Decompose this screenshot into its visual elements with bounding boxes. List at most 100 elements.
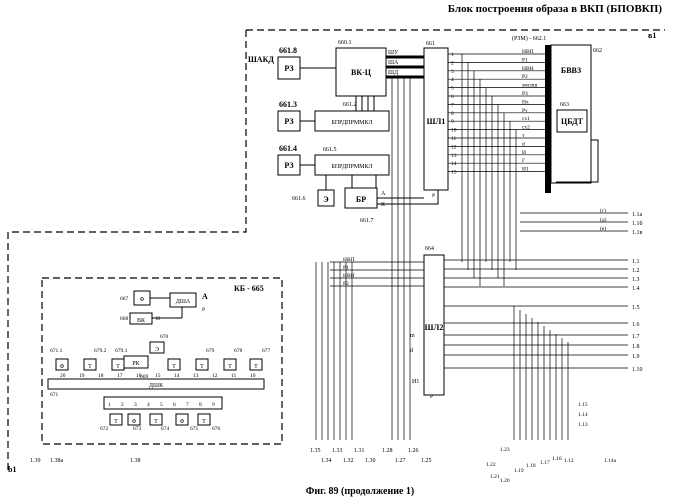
shl1-p-label: Р — [432, 193, 435, 199]
bpr-block-1-id: 661.2 — [343, 102, 357, 108]
bottom-right-12: 1.14а — [604, 458, 617, 464]
bottom-right-5: 1.18 — [526, 463, 536, 469]
shl2-id: 664 — [425, 246, 434, 252]
bottom-right-7: 1.16 — [552, 456, 562, 462]
kb-cell-label-3: Т — [172, 364, 176, 370]
kb-bit-bot-8: 8 — [199, 402, 202, 408]
bottom-right-0: 1.23 — [500, 447, 510, 453]
bvvz-id: 662 — [593, 48, 602, 54]
r3-box-2-label: РЗ — [284, 117, 293, 126]
shl1-pin-7: 7 — [451, 102, 454, 108]
dshk-label: ДШК — [149, 383, 164, 389]
bottom-right-3: 1.20 — [500, 478, 510, 484]
top-signal-group: НВПР1НВНР2эмсишР3НхРусх1сх2тdИГИ1 — [448, 49, 545, 286]
top-signal-14: И1 — [522, 167, 529, 173]
top-signal-13: Г — [522, 158, 525, 164]
vkc-id: 660.1 — [338, 40, 352, 46]
kb-bit-top-17: 17 — [117, 373, 123, 379]
bottom-left-0: 1.39 — [30, 458, 41, 464]
shl1-pin-12: 12 — [451, 144, 457, 150]
bpr-block-1-label: БПРДПРММКЛ — [331, 120, 372, 126]
top-signal-1: Р1 — [522, 57, 528, 63]
bottom-right-2: 1.21 — [490, 474, 500, 480]
kb-id-15: 669 — [140, 374, 149, 380]
kb-lower-group: ТФТФТ — [110, 414, 210, 425]
shl2-in-label-2: НВН — [343, 273, 355, 279]
rk-label: РК — [132, 361, 140, 367]
shl1-id: 661 — [426, 41, 435, 47]
shl2-m: m — [410, 333, 415, 339]
r3-box-1-id: 661.8 — [279, 46, 297, 55]
kb-bit-bot-2: 2 — [121, 402, 124, 408]
top-signal-4: эмсиш — [522, 83, 538, 89]
bottom-mid1-4: 1.31 — [354, 448, 365, 454]
bottom-right-4: 1.19 — [514, 468, 524, 474]
kb-bit-top-14: 14 — [174, 373, 180, 379]
shl2-i1: И1 — [412, 379, 419, 385]
bottom-left-2: 1.38 — [130, 458, 141, 464]
kb-cell-label-4: Т — [200, 364, 204, 370]
br-block-id: 661.7 — [360, 218, 374, 224]
kb-bit-bot-4: 4 — [147, 402, 150, 408]
bus-shu: ШУ — [388, 50, 399, 56]
shl1-pin-5: 5 — [451, 86, 454, 92]
bottom-left-1: 1.38а — [50, 458, 64, 464]
shl1-pin-15: 15 — [451, 170, 457, 176]
bottom-mid2-1: 1.27 — [395, 458, 406, 464]
bottom-right-8: 1.15 — [578, 402, 588, 408]
shakd-label: ШАКД — [248, 55, 274, 64]
corner-label-b: b1 — [8, 465, 16, 474]
dsha-label: ДША — [176, 299, 191, 305]
out-top-letter-2: (е) — [600, 225, 606, 232]
kb-bit-top-15: 15 — [155, 373, 161, 379]
top-signal-8: сх1 — [522, 116, 530, 122]
out-mid-label-2: 1.3 — [632, 277, 640, 283]
kb-id-9: 676 — [212, 426, 221, 432]
top-signal-0: НВП — [522, 49, 534, 55]
e-block-label: Э — [323, 195, 329, 204]
kb-e-label: Э — [155, 347, 159, 353]
kb-bit-top-11: 11 — [231, 373, 237, 379]
kb-bit-bot-7: 7 — [186, 402, 189, 408]
out-mid-label-8: 1.9 — [632, 354, 640, 360]
shl2-p: Р — [430, 394, 433, 400]
out-mid-label-9: 1.10 — [632, 367, 643, 373]
r3-box-2-id: 661.3 — [279, 100, 297, 109]
kb-id-14: 679.2 — [94, 348, 107, 354]
kb-bit-bot-3: 3 — [134, 402, 137, 408]
kb-bit-bot-1: 1 — [108, 402, 111, 408]
kb-lower-label-4: Т — [202, 419, 206, 425]
out-top-label-1: 1.1б — [632, 220, 643, 227]
kb-id-1: 668 — [120, 316, 129, 322]
br-k: К — [381, 202, 386, 208]
vkc-label: ВК-Ц — [351, 68, 372, 77]
kb-cell-label-6: Т — [254, 364, 258, 370]
shl2-d: d — [410, 348, 413, 354]
kb-bit-bot-6: 6 — [173, 402, 176, 408]
right-outputs-top: (г)1.1а(д)1.1б(е)1.1в — [520, 207, 643, 236]
kb-cell-label-1: Т — [88, 364, 92, 370]
kb-bit-top-13: 13 — [193, 373, 199, 379]
shl1-pin-14: 14 — [451, 161, 457, 167]
shl1-pin-1: 1 — [451, 52, 454, 58]
bottom-mid2-3: 1.25 — [421, 458, 432, 464]
out-mid-label-6: 1.7 — [632, 334, 640, 340]
kb-id-2: 670 — [160, 334, 169, 340]
kb-bit-top-19: 19 — [79, 373, 85, 379]
e-block-id: 661.6 — [292, 196, 306, 202]
kb-id-5: 672 — [100, 426, 109, 432]
shl2-label: ШЛ2 — [425, 323, 444, 332]
shl1-label: ШЛ1 — [427, 117, 446, 126]
shl1-pin-13: 13 — [451, 153, 457, 159]
br-a: А — [381, 191, 386, 197]
shl1-pin-8: 8 — [451, 111, 454, 117]
bottom-mid2-2: 1.26 — [408, 448, 419, 454]
out-mid-label-5: 1.6 — [632, 322, 640, 328]
bpr-block-2-id: 661.5 — [323, 147, 337, 153]
bvvz-label: БВВЗ — [561, 66, 581, 75]
top-signal-5: Р3 — [522, 91, 528, 97]
out-mid-label-0: 1.1 — [632, 259, 640, 265]
top-signal-9: сх2 — [522, 125, 530, 131]
bottom-mid1-3: 1.32 — [343, 458, 354, 464]
